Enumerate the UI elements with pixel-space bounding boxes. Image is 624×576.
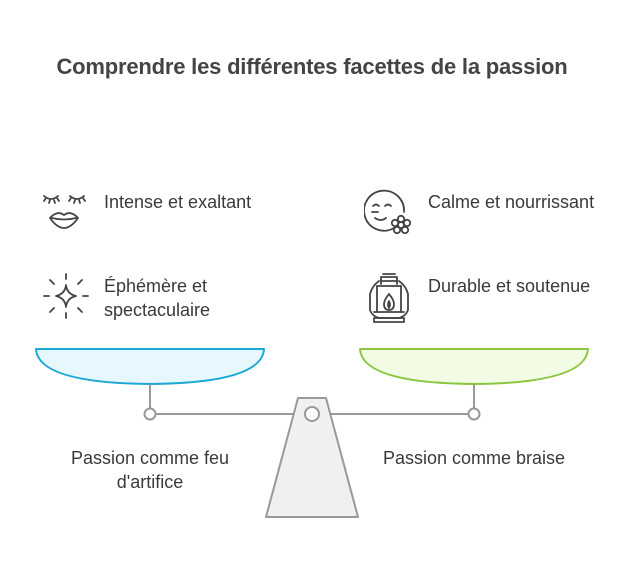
feature-label: Calme et nourrissant xyxy=(428,192,595,212)
feature-label: Intense et exaltant xyxy=(104,192,252,212)
right-pan xyxy=(359,348,589,385)
sparkle-icon xyxy=(40,272,94,326)
left-pan xyxy=(35,348,265,385)
lantern-flame-icon xyxy=(364,272,418,326)
stand xyxy=(265,397,359,518)
left-caption: Passion comme feu d'artifice xyxy=(70,448,230,492)
left-joint xyxy=(143,407,157,421)
page-title: Comprendre les différentes facettes de l… xyxy=(56,54,568,79)
feature-label: Durable et soutenue xyxy=(428,276,591,296)
calm-face-flower-icon xyxy=(363,188,418,242)
right-joint xyxy=(467,407,481,421)
pivot-joint xyxy=(304,406,320,422)
right-caption: Passion comme braise xyxy=(382,448,566,468)
feature-label: Éphémère et spectaculaire xyxy=(104,276,211,320)
closed-eyes-lips-icon xyxy=(40,188,94,242)
